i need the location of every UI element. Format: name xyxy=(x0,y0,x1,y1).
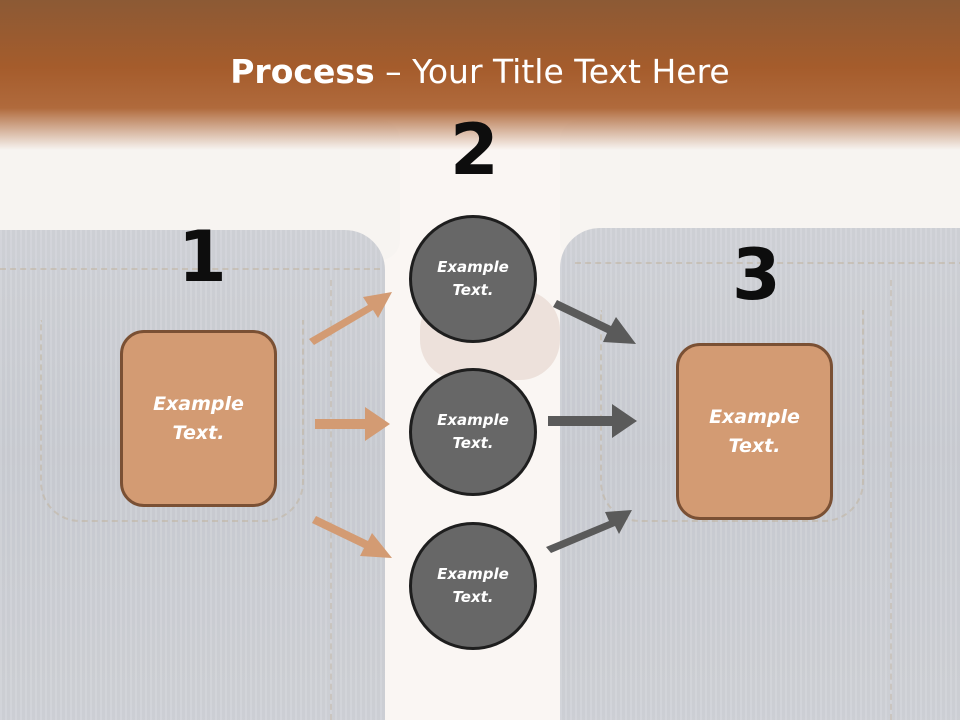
left-pocket xyxy=(40,320,304,522)
arrow-to-circle-3 xyxy=(312,516,392,558)
right-seam xyxy=(890,280,892,720)
process-circle-1: Example Text. xyxy=(409,215,537,343)
left-process-box: Example Text. xyxy=(120,330,277,507)
process-circle-3: Example Text. xyxy=(409,522,537,650)
title-rest: – Your Title Text Here xyxy=(374,52,730,91)
arrow-from-circle-2 xyxy=(548,404,637,438)
arrow-from-circle-3 xyxy=(546,510,632,553)
header-band xyxy=(0,0,960,150)
arrow-from-circle-1 xyxy=(553,300,636,344)
circle-2-line1: Example xyxy=(437,411,509,429)
right-process-box: Example Text. xyxy=(676,343,833,520)
circle-1-line2: Text. xyxy=(452,281,494,299)
left-box-line1: Example xyxy=(153,392,244,415)
circle-3-text: Example Text. xyxy=(437,563,509,609)
circle-2-line2: Text. xyxy=(452,434,494,452)
circle-1-text: Example Text. xyxy=(437,256,509,302)
right-belt-stitch xyxy=(575,262,960,264)
arrow-to-circle-1 xyxy=(309,292,392,345)
circle-3-line1: Example xyxy=(437,565,509,583)
title-bold: Process xyxy=(230,52,375,91)
gray-arrows xyxy=(546,300,637,553)
circle-3-line2: Text. xyxy=(452,588,494,606)
orange-arrows xyxy=(309,292,392,558)
circle-1-line1: Example xyxy=(437,258,509,276)
right-box-text: Example Text. xyxy=(709,403,800,461)
right-box-line2: Text. xyxy=(728,434,781,457)
right-box-line1: Example xyxy=(709,405,800,428)
left-belt-stitch xyxy=(0,268,380,270)
left-seam xyxy=(330,280,332,720)
slide-title: Process – Your Title Text Here xyxy=(0,52,960,91)
process-circle-2: Example Text. xyxy=(409,368,537,496)
step-number-2: 2 xyxy=(450,109,499,191)
left-box-text: Example Text. xyxy=(153,390,244,448)
step-number-3: 3 xyxy=(732,234,781,316)
arrow-to-circle-2 xyxy=(315,407,390,441)
circle-2-text: Example Text. xyxy=(437,409,509,455)
left-box-line2: Text. xyxy=(172,421,225,444)
step-number-1: 1 xyxy=(178,216,227,298)
